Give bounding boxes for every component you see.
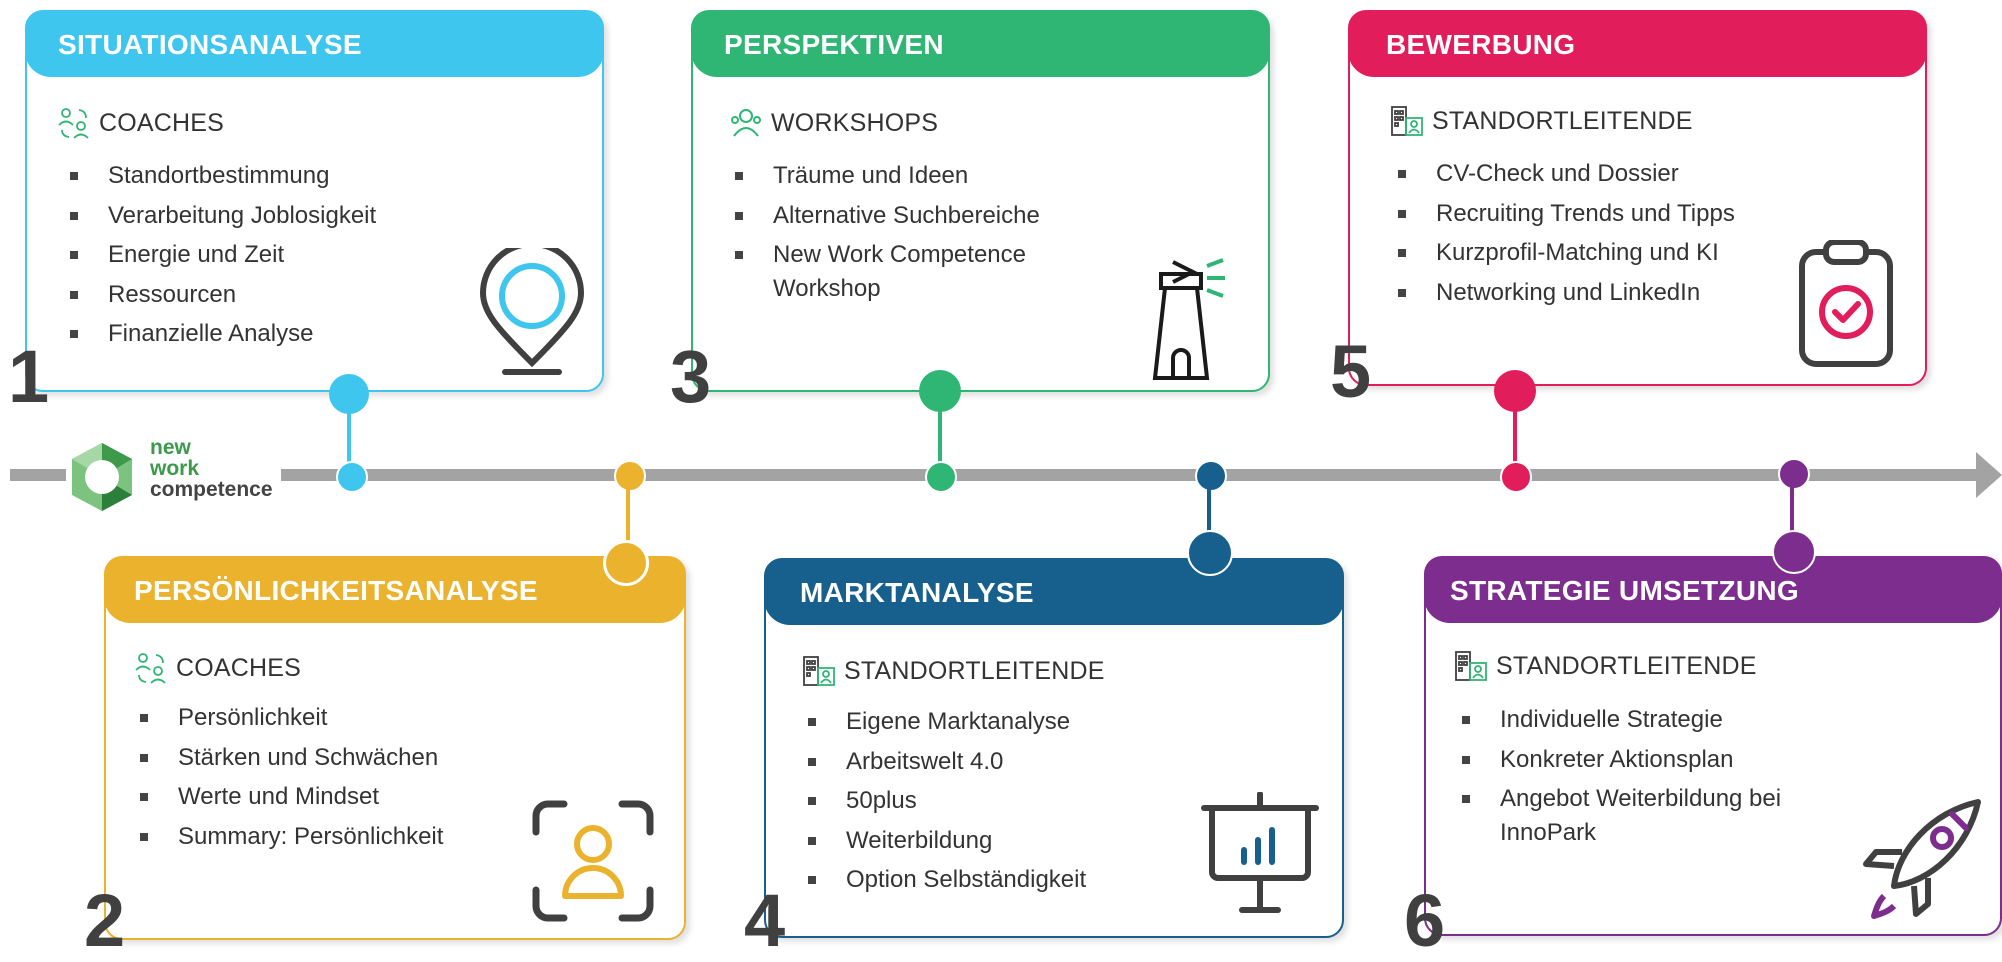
step-4-timeline-dot <box>1195 460 1227 492</box>
step-6-timeline-dot <box>1778 458 1810 490</box>
step-role: COACHES <box>134 651 301 685</box>
list-item: Angebot Weiterbildung bei InnoPark <box>1462 779 1790 850</box>
step-items: CV-Check und Dossier Recruiting Trends u… <box>1398 154 1735 312</box>
step-card-3: PERSPEKTIVEN WORKSHOPS Träume und Ideen … <box>691 10 1270 392</box>
step-1-top-dot <box>329 374 369 414</box>
list-item: Networking und LinkedIn <box>1398 273 1735 313</box>
step-1-timeline-dot <box>336 461 368 493</box>
building-person-icon <box>1455 651 1487 681</box>
list-item: Träume und Ideen <box>735 156 1093 196</box>
list-item: Weiterbildung <box>808 821 1086 861</box>
step-title: SITUATIONSANALYSE <box>25 10 604 77</box>
step-title: BEWERBUNG <box>1348 10 1927 77</box>
step-5-timeline-dot <box>1500 461 1532 493</box>
list-item: Option Selbständigkeit <box>808 860 1086 900</box>
coaches-people-icon <box>135 653 166 684</box>
step-title: STRATEGIE UMSETZUNG <box>1424 556 2002 623</box>
step-role-label: STANDORTLEITENDE <box>1496 651 1757 680</box>
step-2-timeline-dot <box>614 460 646 492</box>
step-card-1: SITUATIONSANALYSE COACHES Standortbestim… <box>25 10 604 392</box>
step-role: STANDORTLEITENDE <box>1390 104 1693 138</box>
step-4-bottom-dot <box>1187 530 1233 576</box>
list-item: Kurzprofil-Matching und KI <box>1398 233 1735 273</box>
step-card-4: MARKTANALYSE STANDORTLEITENDE Eigene Mar… <box>764 558 1344 938</box>
step-card-2: PERSÖNLICHKEITSANALYSE COACHES Persönlic… <box>104 556 686 940</box>
coaches-people-icon <box>58 108 89 139</box>
lighthouse-icon <box>1152 258 1225 380</box>
step-title: PERSPEKTIVEN <box>691 10 1270 77</box>
step-items: Individuelle Strategie Konkreter Aktions… <box>1462 700 1790 850</box>
step-items: Standortbestimmung Verarbeitung Joblosig… <box>70 156 376 354</box>
list-item: Konkreter Aktionsplan <box>1462 740 1790 780</box>
workshop-people-icon <box>731 109 761 137</box>
step-1-connector <box>347 410 351 466</box>
step-items: Persönlichkeit Stärken und Schwächen Wer… <box>140 698 443 856</box>
clipboard-check-icon <box>1799 240 1893 367</box>
list-item: Standortbestimmung <box>70 156 376 196</box>
step-role-label: COACHES <box>176 653 302 682</box>
step-role-label: COACHES <box>99 108 225 137</box>
step-title: PERSÖNLICHKEITSANALYSE <box>104 556 686 623</box>
step-6-bottom-dot <box>1772 530 1816 574</box>
new-work-competence-logo: new work competence <box>66 425 281 525</box>
list-item: Recruiting Trends und Tipps <box>1398 194 1735 234</box>
logo-text-competence: competence <box>150 478 273 501</box>
list-item: Summary: Persönlichkeit <box>140 817 443 857</box>
step-2-connector <box>626 486 630 542</box>
list-item: Finanzielle Analyse <box>70 314 376 354</box>
step-4-connector <box>1207 486 1211 542</box>
step-items: Träume und Ideen Alternative Suchbereich… <box>735 156 1093 306</box>
step-items: Eigene Marktanalyse Arbeitswelt 4.0 50pl… <box>808 702 1086 900</box>
list-item: Stärken und Schwächen <box>140 738 443 778</box>
step-3-connector <box>938 410 942 466</box>
step-number-2: 2 <box>84 879 126 962</box>
building-person-icon <box>1391 106 1423 136</box>
step-6-connector <box>1790 484 1794 540</box>
step-number-1: 1 <box>8 335 50 418</box>
list-item: Individuelle Strategie <box>1462 700 1790 740</box>
list-item: Verarbeitung Joblosigkeit <box>70 196 376 236</box>
step-3-timeline-dot <box>925 461 957 493</box>
face-scan-icon <box>532 800 654 922</box>
logo-text-new: new <box>150 436 191 459</box>
list-item: New Work Competence Workshop <box>735 235 1093 306</box>
step-role-label: STANDORTLEITENDE <box>844 656 1105 685</box>
step-role: STANDORTLEITENDE <box>802 654 1105 688</box>
list-item: Energie und Zeit <box>70 235 376 275</box>
step-2-bottom-dot <box>603 540 649 586</box>
logo-hexagon-icon <box>72 443 132 511</box>
step-5-connector <box>1513 410 1517 466</box>
list-item: Ressourcen <box>70 275 376 315</box>
list-item: 50plus <box>808 781 1086 821</box>
timeline-line <box>10 469 1980 481</box>
step-role: WORKSHOPS <box>729 106 938 140</box>
list-item: CV-Check und Dossier <box>1398 154 1735 194</box>
step-title: MARKTANALYSE <box>764 558 1344 625</box>
step-card-6: STRATEGIE UMSETZUNG STANDORTLEITENDE Ind… <box>1424 556 2002 936</box>
location-pin-icon <box>479 248 585 375</box>
building-person-icon <box>803 656 835 686</box>
logo-text-work: work <box>150 457 200 480</box>
list-item: Alternative Suchbereiche <box>735 196 1093 236</box>
step-5-top-dot <box>1494 370 1536 412</box>
step-number-3: 3 <box>670 335 712 418</box>
step-number-5: 5 <box>1330 330 1372 413</box>
step-number-4: 4 <box>744 879 786 962</box>
logo-wordmark: new work competence <box>150 437 273 500</box>
step-role: STANDORTLEITENDE <box>1454 649 1757 683</box>
step-3-top-dot <box>919 370 961 412</box>
step-number-6: 6 <box>1404 879 1446 962</box>
list-item: Persönlichkeit <box>140 698 443 738</box>
step-role-label: STANDORTLEITENDE <box>1432 106 1693 135</box>
presentation-chart-icon <box>1201 792 1319 913</box>
list-item: Werte und Mindset <box>140 777 443 817</box>
step-card-5: BEWERBUNG STANDORTLEITENDE CV-Check und … <box>1348 10 1927 386</box>
list-item: Arbeitswelt 4.0 <box>808 742 1086 782</box>
rocket-icon <box>1863 799 1981 919</box>
step-role: COACHES <box>57 106 224 140</box>
timeline-arrow-icon <box>1976 452 2002 498</box>
list-item: Eigene Marktanalyse <box>808 702 1086 742</box>
step-role-label: WORKSHOPS <box>771 108 939 137</box>
